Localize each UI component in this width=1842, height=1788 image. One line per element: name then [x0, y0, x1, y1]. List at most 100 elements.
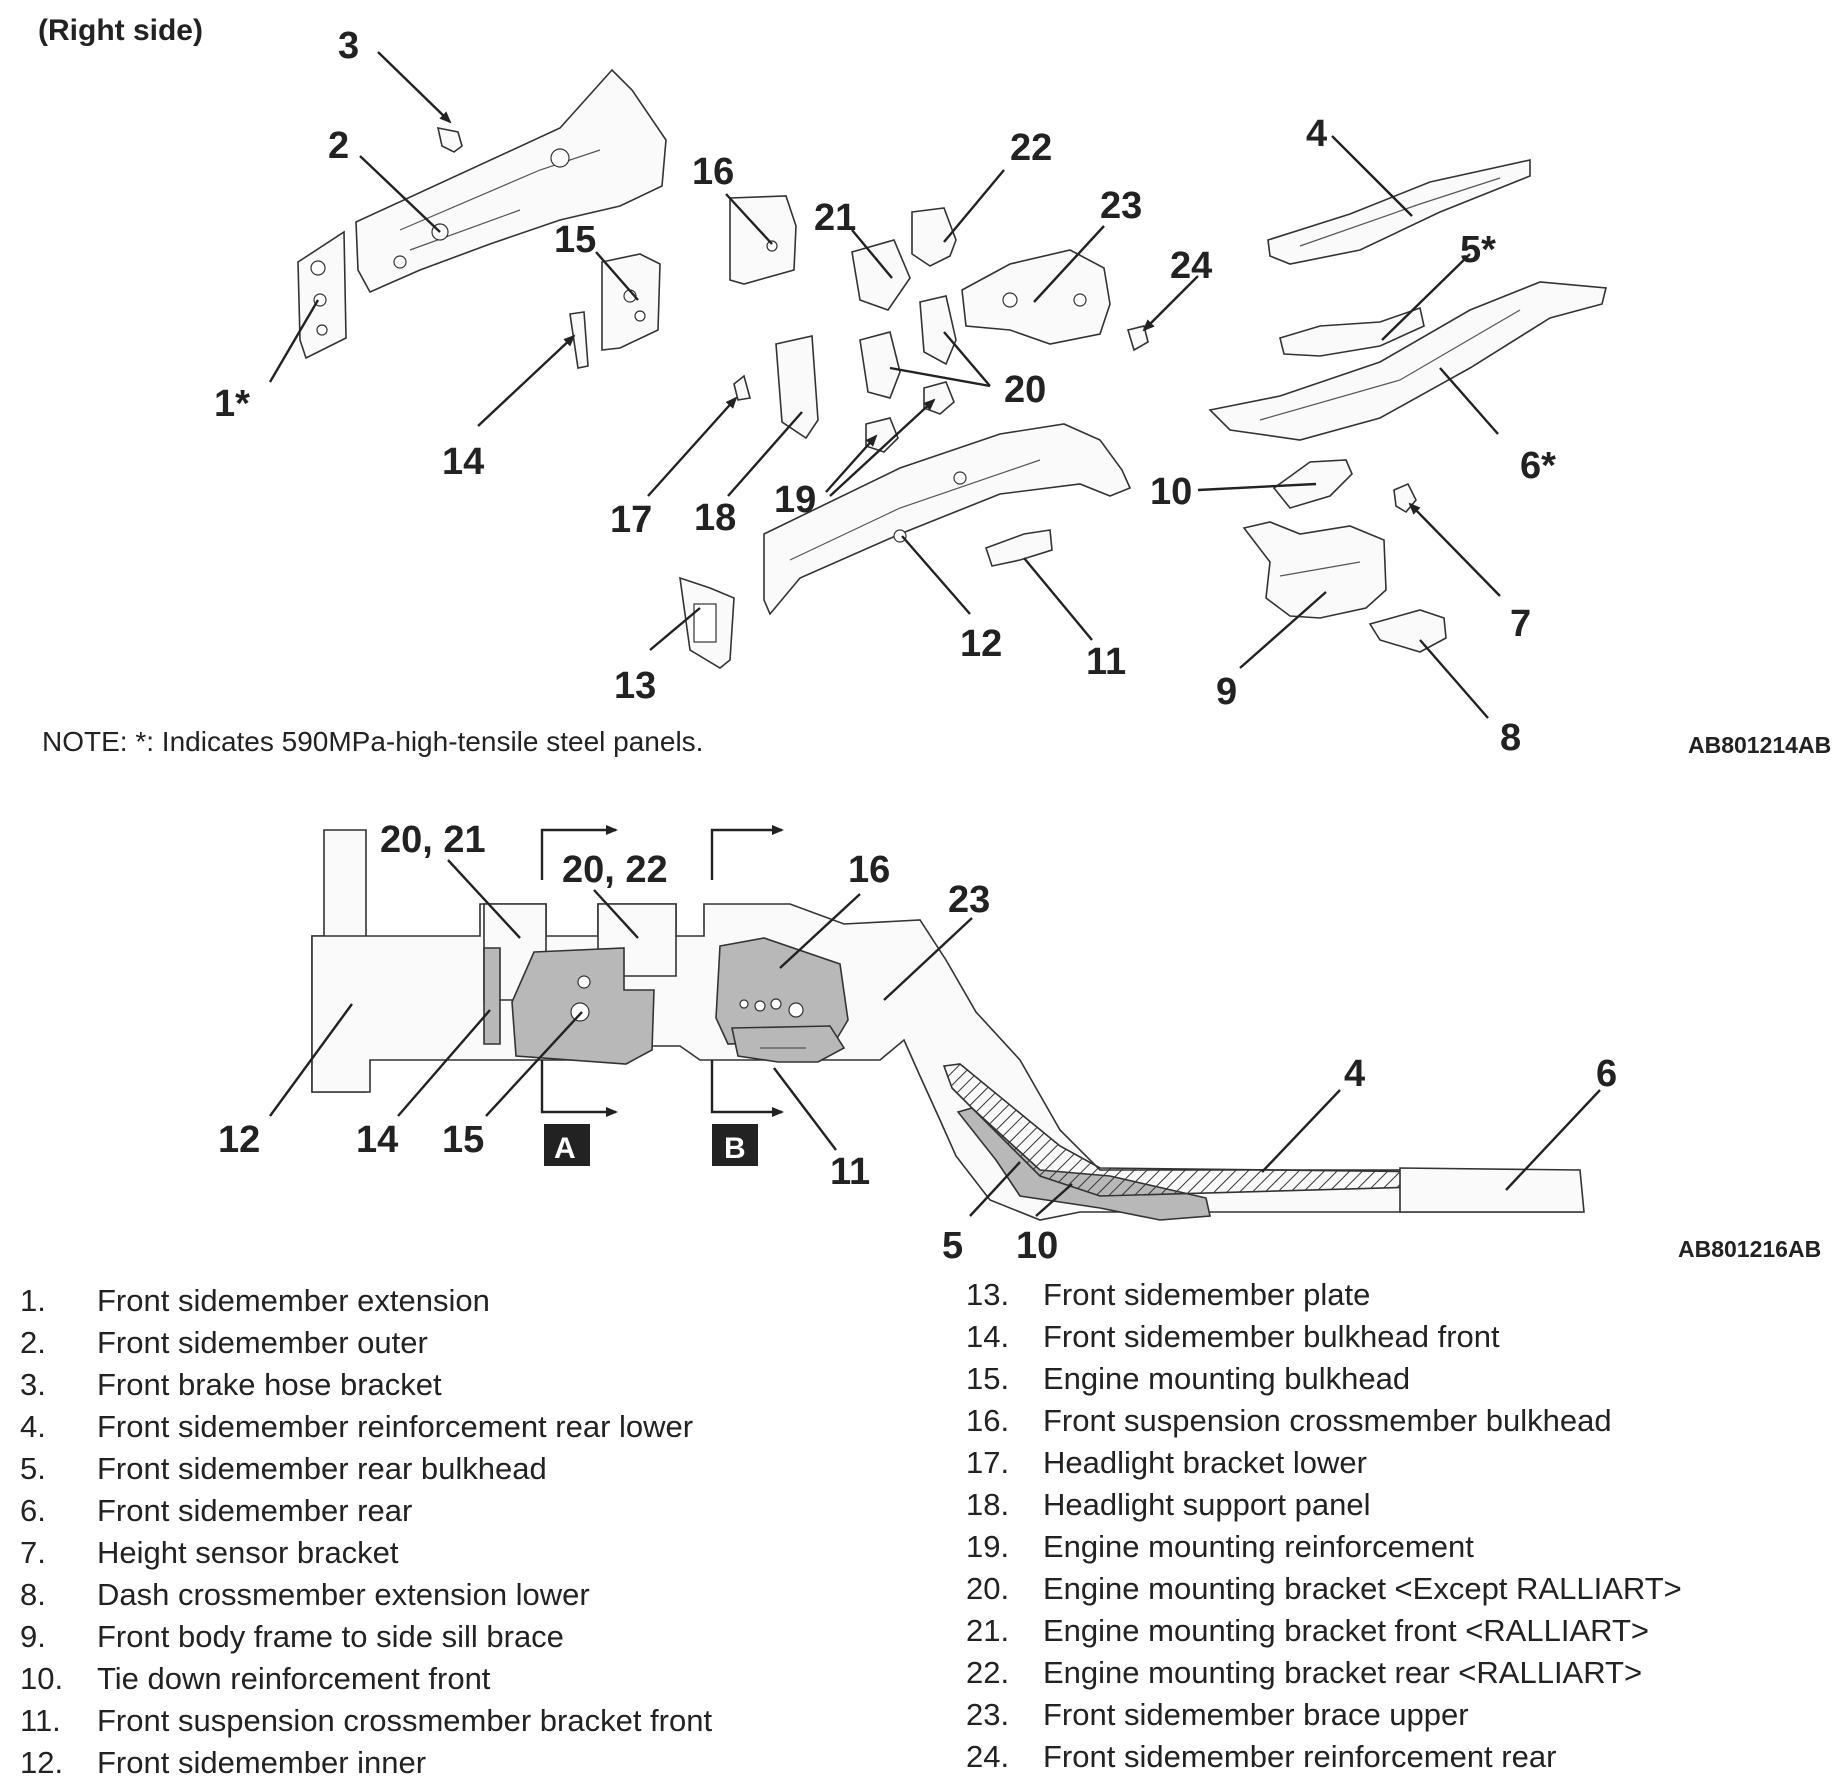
callout-1: 1*: [214, 383, 250, 425]
callout-10: 10: [1150, 471, 1192, 513]
callout-13: 13: [614, 665, 656, 707]
legend-item: 4.Front sidemember reinforcement rear lo…: [20, 1409, 694, 1444]
figure-code-lower: AB801216AB: [1678, 1236, 1822, 1262]
part-11-crossmember-bracket-front: [984, 529, 1053, 567]
part-6-sidemember-rear: [1208, 281, 1608, 441]
legend-item: 12.Front sidemember inner: [20, 1745, 427, 1780]
callout-6: 6*: [1520, 445, 1556, 487]
callout-15: 15: [554, 219, 596, 261]
part-21-engine-mounting-bracket-front: [851, 239, 911, 311]
callout-3: 3: [338, 25, 359, 67]
callout-14: 14: [442, 441, 484, 483]
part-9-body-frame-to-side-sill-brace: [1242, 521, 1387, 619]
legend-item: 13.Front sidemember plate: [966, 1277, 1371, 1312]
legend-item: 3.Front brake hose bracket: [20, 1367, 442, 1402]
lower-callout-6: 6: [1596, 1053, 1617, 1095]
legend-item: 22.Engine mounting bracket rear <RALLIAR…: [966, 1655, 1643, 1690]
legend-item: 1.Front sidemember extension: [20, 1283, 490, 1318]
lower-callout-4: 4: [1344, 1053, 1365, 1095]
callout-20: 20: [1004, 369, 1046, 411]
callout-8: 8: [1500, 717, 1521, 759]
part-3-brake-hose-bracket: [436, 126, 463, 153]
callout-2: 2: [328, 125, 349, 167]
sidemember-rear-outline: [1399, 1167, 1585, 1213]
callout-22: 22: [1010, 127, 1052, 169]
legend-item: 18.Headlight support panel: [966, 1487, 1371, 1522]
lower-callout-5: 5: [942, 1225, 963, 1267]
callout-12: 12: [960, 623, 1002, 665]
legend-item: 5.Front sidemember rear bulkhead: [20, 1451, 547, 1486]
lower-callout-14: 14: [356, 1119, 398, 1161]
part-2-sidemember-outer: [355, 68, 667, 294]
lower-section-view: A B 20, 21 20, 22 16 23 4 6 12 1: [218, 819, 1617, 1267]
parts-legend-right: 13.Front sidemember plate 14.Front sidem…: [966, 1274, 1682, 1778]
callout-17: 17: [610, 499, 652, 541]
lower-callout-11: 11: [830, 1151, 870, 1193]
legend-item: 9.Front body frame to side sill brace: [20, 1619, 564, 1654]
steel-note: NOTE: *: Indicates 590MPa-high-tensile s…: [42, 726, 704, 757]
lower-callout-23: 23: [948, 879, 990, 921]
part-24-sidemember-reinforcement-rear: [1126, 325, 1149, 352]
part-1-sidemember-extension: [297, 230, 347, 360]
legend-item: 16.Front suspension crossmember bulkhead: [966, 1403, 1612, 1438]
legend-item: 7.Height sensor bracket: [20, 1535, 399, 1570]
part-13-sidemember-plate: [679, 576, 735, 669]
callout-16: 16: [692, 151, 734, 193]
part-8-dash-crossmember-extension-lower: [1368, 609, 1447, 653]
view-title: (Right side): [38, 14, 203, 47]
callout-24: 24: [1170, 245, 1212, 287]
callout-5: 5*: [1460, 229, 1496, 271]
lower-callout-20-22: 20, 22: [562, 849, 668, 891]
lower-callout-10: 10: [1016, 1225, 1058, 1267]
lower-callout-12: 12: [218, 1119, 260, 1161]
callout-4: 4: [1306, 113, 1327, 155]
legend-item: 24.Front sidemember reinforcement rear: [966, 1739, 1557, 1774]
part-12-sidemember-inner: [763, 423, 1132, 616]
parts-legend-left: 1.Front sidemember extension 2.Front sid…: [20, 1280, 712, 1784]
callout-21: 21: [814, 197, 856, 239]
lower-callouts: 20, 21 20, 22 16 23 4 6 12 14 15 11 5 10: [218, 819, 1617, 1267]
legend-item: 20.Engine mounting bracket <Except RALLI…: [966, 1571, 1682, 1606]
figure-code-upper: AB801214AB: [1688, 732, 1832, 758]
shaded-crossmember-bulkhead: [715, 937, 849, 1045]
legend-item: 21.Engine mounting bracket front <RALLIA…: [966, 1613, 1649, 1648]
section-b-box: [712, 1124, 758, 1166]
section-a-label: A: [554, 1132, 576, 1165]
legend-item: 2.Front sidemember outer: [20, 1325, 428, 1360]
callout-19: 19: [774, 479, 816, 521]
callout-11: 11: [1086, 641, 1126, 683]
upper-leader-lines: [268, 51, 1501, 719]
lower-callout-20-21: 20, 21: [380, 819, 486, 861]
lower-callout-15: 15: [442, 1119, 484, 1161]
legend-item: 17.Headlight bracket lower: [966, 1445, 1367, 1480]
part-5-sidemember-rear-bulkhead: [1279, 306, 1425, 357]
upper-callouts: 1* 2 3 4 5* 6* 7 8 9 10 11 12 13 14 15 1…: [214, 25, 1556, 759]
legend-item: 19.Engine mounting reinforcement: [966, 1529, 1474, 1564]
callout-18: 18: [694, 497, 736, 539]
legend-item: 11.Front suspension crossmember bracket …: [20, 1703, 713, 1738]
part-17-headlight-bracket-lower: [733, 374, 752, 401]
part-4-sidemember-reinforcement-rear-lower: [1267, 159, 1531, 265]
lower-leader-lines: [269, 859, 1601, 1217]
callout-7: 7: [1510, 603, 1531, 645]
part-22-engine-mounting-bracket-rear: [911, 207, 957, 267]
legend-item: 6.Front sidemember rear: [20, 1493, 413, 1528]
lower-callout-16: 16: [848, 849, 890, 891]
part-20-engine-mounting-bracket: [859, 295, 957, 399]
callout-9: 9: [1216, 671, 1237, 713]
legend-item: 14.Front sidemember bulkhead front: [966, 1319, 1500, 1354]
section-a-box: [544, 1124, 590, 1166]
part-18-headlight-support-panel: [775, 335, 819, 440]
legend-item: 23.Front sidemember brace upper: [966, 1697, 1469, 1732]
section-arrows: A B: [540, 825, 784, 1166]
section-b-label: B: [724, 1132, 746, 1165]
shaded-crossmember-bracket: [731, 1025, 846, 1063]
shaded-bulkhead-front: [483, 947, 501, 1045]
part-23-sidemember-brace-upper: [961, 249, 1111, 345]
upper-exploded-view: 1* 2 3 4 5* 6* 7 8 9 10 11 12 13 14 15 1…: [214, 25, 1608, 759]
legend-item: 8.Dash crossmember extension lower: [20, 1577, 590, 1612]
legend-item: 10.Tie down reinforcement front: [20, 1661, 491, 1696]
part-14-bulkhead-front: [569, 311, 589, 369]
callout-23: 23: [1100, 185, 1142, 227]
